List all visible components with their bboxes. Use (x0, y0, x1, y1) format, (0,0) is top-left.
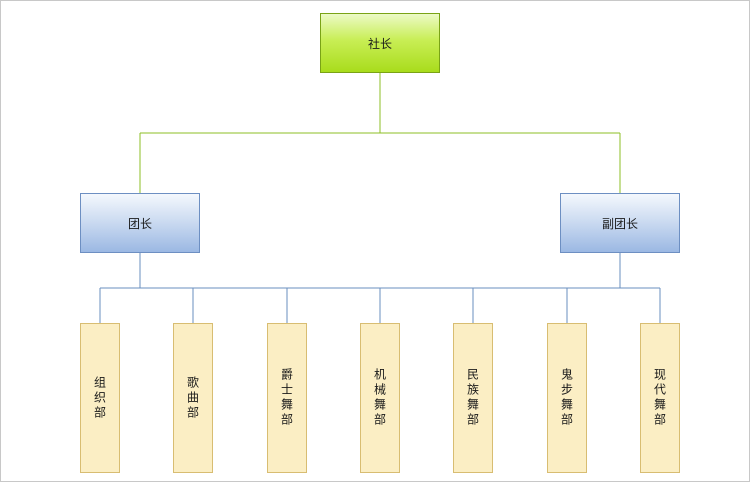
dept-node-label: 组织部 (92, 375, 107, 421)
root-connectors (139, 73, 621, 193)
dept-node-shuffle-dance[interactable]: 鬼步舞部 (547, 323, 587, 473)
dept-node-folk-dance[interactable]: 民族舞部 (453, 323, 493, 473)
dept-node-label: 现代舞部 (652, 368, 667, 428)
dept-node-label: 鬼步舞部 (559, 368, 574, 428)
dept-node-modern-dance[interactable]: 现代舞部 (640, 323, 680, 473)
dept-node-jazz-dance[interactable]: 爵士舞部 (267, 323, 307, 473)
root-node-label: 社长 (367, 36, 392, 51)
dept-node-label: 民族舞部 (465, 368, 480, 428)
vice-leader-node[interactable]: 副团长 (560, 193, 680, 253)
dept-connectors (99, 253, 661, 323)
dept-node-song[interactable]: 歌曲部 (173, 323, 213, 473)
root-node-president[interactable]: 社长 (320, 13, 440, 73)
dept-node-label: 机械舞部 (372, 368, 387, 428)
leader-node[interactable]: 团长 (80, 193, 200, 253)
vice-leader-node-label: 副团长 (601, 216, 638, 231)
dept-node-label: 爵士舞部 (279, 368, 294, 428)
leader-node-label: 团长 (127, 216, 152, 231)
dept-node-label: 歌曲部 (185, 375, 200, 421)
dept-node-organization[interactable]: 组织部 (80, 323, 120, 473)
dept-node-popping-dance[interactable]: 机械舞部 (360, 323, 400, 473)
